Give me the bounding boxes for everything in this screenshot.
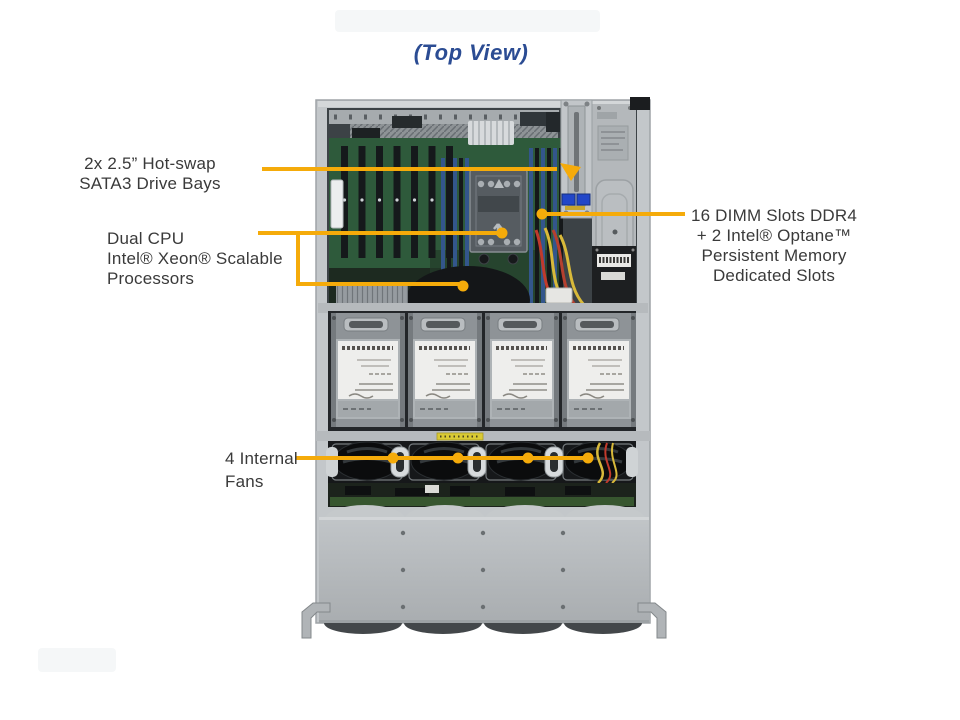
- label-line: 2x 2.5” Hot-swap: [84, 154, 216, 173]
- hdd-tray: [331, 313, 405, 427]
- callout-graphics: [258, 163, 685, 464]
- label-line: Persistent Memory: [701, 246, 847, 265]
- cpu-socket-cover: [469, 169, 528, 265]
- label-line: 4 Internal: [225, 449, 298, 468]
- watermark-bottom: [38, 648, 116, 672]
- hot-swap-bay-bracket: [560, 99, 593, 219]
- edge-connector: [330, 179, 344, 229]
- dimm-slots: [441, 148, 563, 303]
- callout-label-dimm: 16 DIMM Slots DDR4 + 2 Intel® Optane™ Pe…: [688, 206, 860, 286]
- motherboard-compartment: [327, 97, 650, 305]
- label-line: Intel® Xeon® Scalable: [107, 249, 283, 268]
- hdd-trays: [331, 313, 636, 427]
- hdd-tray: [408, 313, 482, 427]
- label-line: Dedicated Slots: [712, 266, 836, 285]
- backplane-pcb: [328, 483, 636, 507]
- callout-dot: [536, 208, 548, 220]
- callout-line-cpu-branch: [296, 233, 459, 286]
- callout-arrow-icon: [560, 163, 581, 181]
- callout-label-drive-bays: 2x 2.5” Hot-swap SATA3 Drive Bays: [55, 154, 245, 194]
- callout-label-dual-cpu: Dual CPU Intel® Xeon® Scalable Processor…: [107, 229, 283, 289]
- label-line: Dual CPU: [107, 229, 185, 248]
- front-panel: [319, 517, 649, 634]
- label-line: 16 DIMM Slots DDR4: [690, 206, 858, 225]
- label-line: + 2 Intel® Optane™: [696, 226, 852, 245]
- chassis-foot-left: [301, 602, 331, 639]
- yellow-sticker: [436, 432, 484, 441]
- hdd-tray: [562, 313, 636, 427]
- label-line: SATA3 Drive Bays: [79, 174, 221, 193]
- chipset-heatsink: [468, 121, 514, 145]
- divider-rail: [318, 303, 648, 313]
- rear-drive: [592, 246, 636, 304]
- page-title: (Top View): [413, 40, 529, 65]
- callout-dot: [496, 227, 508, 239]
- callout-dot: [582, 452, 594, 464]
- hdd-tray: [485, 313, 559, 427]
- callout-label-fans: 4 Internal Fans: [225, 447, 298, 493]
- callout-dot: [457, 280, 469, 292]
- warning-icon: [494, 179, 504, 188]
- screw-dots: [400, 530, 566, 610]
- callout-dot: [387, 452, 399, 464]
- label-line: Fans: [225, 472, 264, 491]
- callout-dot: [522, 452, 534, 464]
- watermark-top: [335, 10, 600, 32]
- chassis-foot-right: [637, 602, 667, 639]
- front-scallops: [325, 505, 645, 519]
- callout-dot: [452, 452, 464, 464]
- label-line: Processors: [107, 269, 195, 288]
- hdd-compartment: [328, 311, 636, 431]
